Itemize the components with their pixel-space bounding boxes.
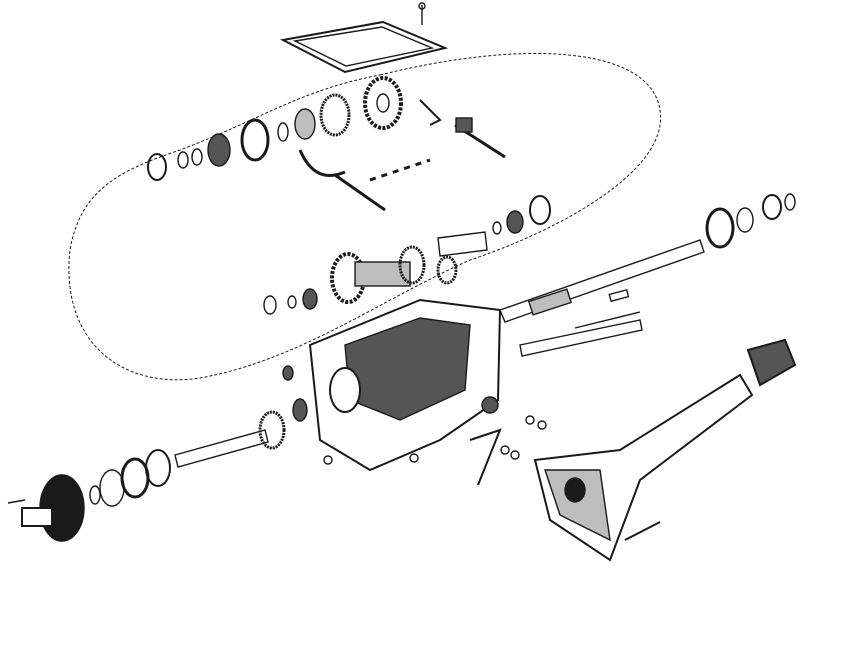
input-shaft — [174, 365, 308, 468]
mainshaft-gears — [147, 76, 403, 181]
tail-housing — [533, 338, 797, 562]
front-bearing-retainer — [7, 449, 171, 542]
gearbox-housing — [308, 298, 502, 472]
output-mainshaft — [499, 193, 796, 323]
shift-forks — [298, 99, 506, 212]
assembly-dashed-loop — [68, 53, 662, 381]
shift-linkage — [323, 415, 547, 486]
top-cover-plate — [279, 2, 449, 74]
reverse-idler-shafts — [519, 288, 643, 357]
countershaft-gears — [263, 195, 551, 315]
